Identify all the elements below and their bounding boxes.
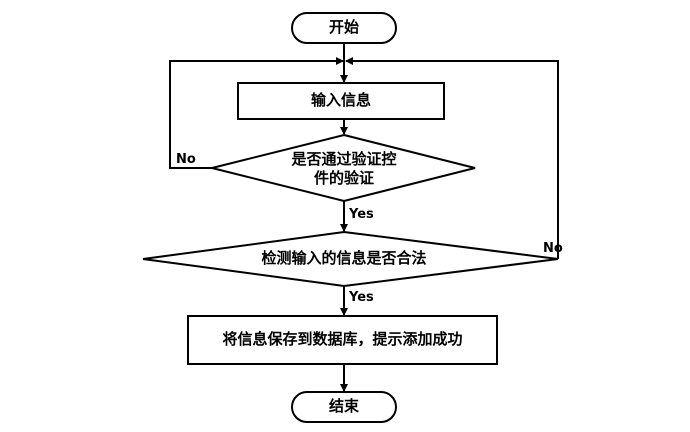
save-label: 将信息保存到数据库，提示添加成功 — [222, 330, 463, 348]
end-terminal — [291, 391, 397, 423]
check-label: 检测输入的信息是否合法 — [261, 249, 427, 267]
verify-no-loop — [169, 57, 344, 169]
input-label: 输入信息 — [310, 91, 371, 109]
check-no-label: No — [543, 241, 563, 256]
save-process-box — [187, 315, 498, 365]
verify-label-line1: 是否通过验证控 — [291, 150, 397, 168]
check-no-loop — [345, 57, 559, 259]
end-label: 结束 — [328, 397, 359, 415]
check-yes-label: Yes — [349, 290, 374, 305]
verify-no-label: No — [176, 152, 196, 167]
verify-yes-label: Yes — [349, 207, 374, 222]
input-process-box — [237, 82, 445, 120]
start-label: 开始 — [328, 18, 359, 36]
verify-label-line2: 件的验证 — [313, 169, 374, 187]
